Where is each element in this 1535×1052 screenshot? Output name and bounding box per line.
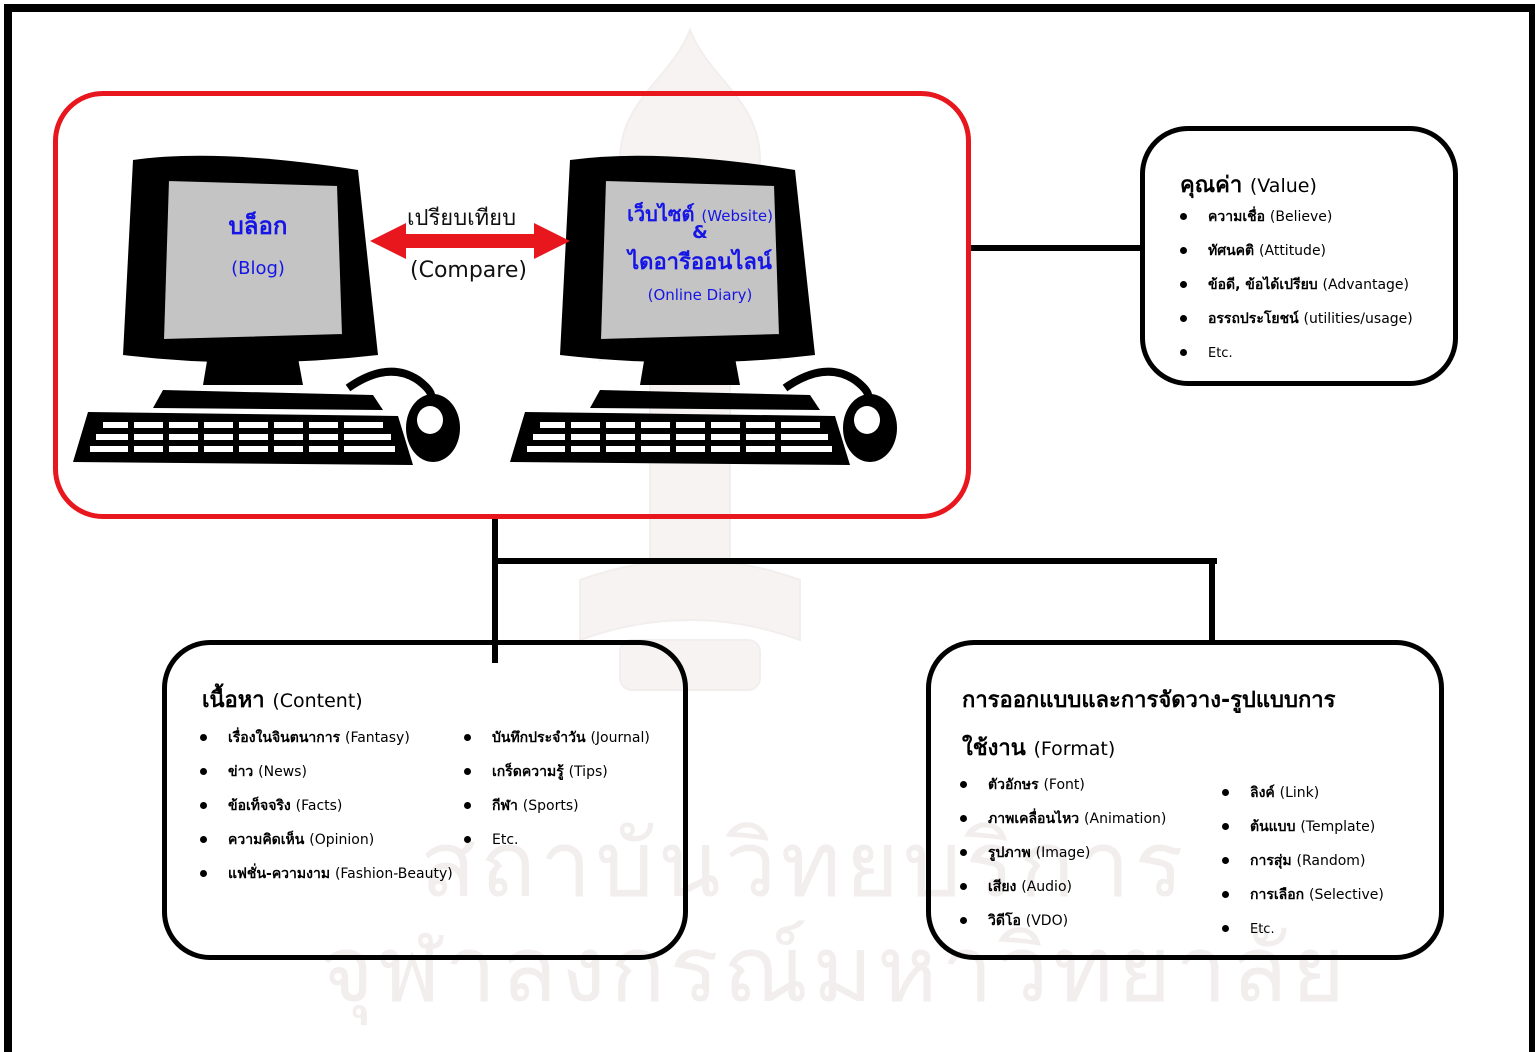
list-item: ข่าว (News) bbox=[198, 762, 453, 796]
content-list-col1: เรื่องในจินตนาการ (Fantasy) ข่าว (News) … bbox=[198, 728, 453, 898]
page-border bbox=[4, 4, 1535, 1052]
computer-icon-website bbox=[510, 155, 897, 465]
ampersand: & bbox=[692, 222, 708, 243]
content-box bbox=[162, 640, 688, 960]
list-item: รูปภาพ (Image) bbox=[958, 843, 1166, 877]
blog-subtitle: (Blog) bbox=[231, 258, 285, 279]
format-title-th: ใช้งาน bbox=[962, 736, 1026, 761]
list-item: การสุ่ม (Random) bbox=[1220, 851, 1384, 885]
website-th: เว็บไซต์ bbox=[627, 202, 695, 226]
list-item: ข้อเท็จจริง (Facts) bbox=[198, 796, 453, 830]
format-title-line2: ใช้งาน (Format) bbox=[962, 730, 1115, 765]
computer-icon-blog bbox=[73, 155, 460, 465]
connector-horizontal bbox=[492, 558, 1217, 564]
watermark-text-line2: จุฬาลงกรณ์มหาวิทยาลัย bbox=[320, 916, 1350, 1023]
connector-to-value bbox=[971, 245, 1141, 251]
list-item: ต้นแบบ (Template) bbox=[1220, 817, 1384, 851]
list-item: ทัศนคติ (Attitude) bbox=[1178, 241, 1413, 275]
value-title-th: คุณค่า bbox=[1180, 173, 1243, 198]
watermark-text-line1: สถาบันวิทยบริการ bbox=[420, 811, 1188, 918]
website-title: เว็บไซต์ (Website) bbox=[600, 198, 800, 230]
list-item: Etc. bbox=[462, 830, 650, 864]
list-item: ลิงค์ (Link) bbox=[1220, 783, 1384, 817]
format-list-col2: ลิงค์ (Link) ต้นแบบ (Template) การสุ่ม (… bbox=[1220, 783, 1384, 953]
content-list-col2: บันทึกประจำวัน (Journal) เกร็ดความรู้ (T… bbox=[462, 728, 650, 864]
content-title: เนื้อหา (Content) bbox=[202, 682, 363, 717]
blog-title: บล็อก bbox=[228, 212, 288, 240]
list-item: ข้อดี, ข้อได้เปรียบ (Advantage) bbox=[1178, 275, 1413, 309]
website-en: (Website) bbox=[701, 207, 773, 225]
list-item: วิดีโอ (VDO) bbox=[958, 911, 1166, 945]
connector-down bbox=[492, 517, 498, 663]
value-box bbox=[1140, 126, 1458, 386]
list-item: ตัวอักษร (Font) bbox=[958, 775, 1166, 809]
format-title-en: (Format) bbox=[1033, 738, 1116, 760]
list-item: เสียง (Audio) bbox=[958, 877, 1166, 911]
value-title: คุณค่า (Value) bbox=[1180, 167, 1317, 202]
list-item: ความคิดเห็น (Opinion) bbox=[198, 830, 453, 864]
list-item: เรื่องในจินตนาการ (Fantasy) bbox=[198, 728, 453, 762]
compare-label-th: เปรียบเทียบ bbox=[407, 206, 517, 231]
list-item: บันทึกประจำวัน (Journal) bbox=[462, 728, 650, 762]
list-item: เกร็ดความรู้ (Tips) bbox=[462, 762, 650, 796]
content-title-en: (Content) bbox=[272, 690, 363, 712]
diary-title: ไดอารีออนไลน์ bbox=[628, 250, 772, 275]
double-arrow-icon bbox=[370, 223, 570, 259]
format-list-col1: ตัวอักษร (Font) ภาพเคลื่อนไหว (Animation… bbox=[958, 775, 1166, 945]
list-item: Etc. bbox=[1178, 343, 1413, 377]
list-item: Etc. bbox=[1220, 919, 1384, 953]
list-item: กีฬา (Sports) bbox=[462, 796, 650, 830]
list-item: แฟชั่น-ความงาม (Fashion-Beauty) bbox=[198, 864, 453, 898]
list-item: การเลือก (Selective) bbox=[1220, 885, 1384, 919]
format-box bbox=[926, 640, 1444, 960]
list-item: อรรถประโยชน์ (utilities/usage) bbox=[1178, 309, 1413, 343]
diagram-canvas: สถาบันวิทยบริการ จุฬาลงกรณ์มหาวิทยาลัย bbox=[4, 4, 1535, 1052]
content-title-th: เนื้อหา bbox=[202, 688, 265, 713]
comparison-frame bbox=[53, 91, 971, 519]
connector-to-format bbox=[1209, 558, 1215, 643]
diary-subtitle: (Online Diary) bbox=[647, 286, 753, 304]
compare-label-en: (Compare) bbox=[410, 258, 527, 283]
list-item: ความเชื่อ (Believe) bbox=[1178, 207, 1413, 241]
value-title-en: (Value) bbox=[1249, 175, 1317, 197]
format-title-line1: การออกแบบและการจัดวาง-รูปแบบการ bbox=[962, 688, 1336, 713]
list-item: ภาพเคลื่อนไหว (Animation) bbox=[958, 809, 1166, 843]
value-list: ความเชื่อ (Believe) ทัศนคติ (Attitude) ข… bbox=[1178, 207, 1413, 377]
